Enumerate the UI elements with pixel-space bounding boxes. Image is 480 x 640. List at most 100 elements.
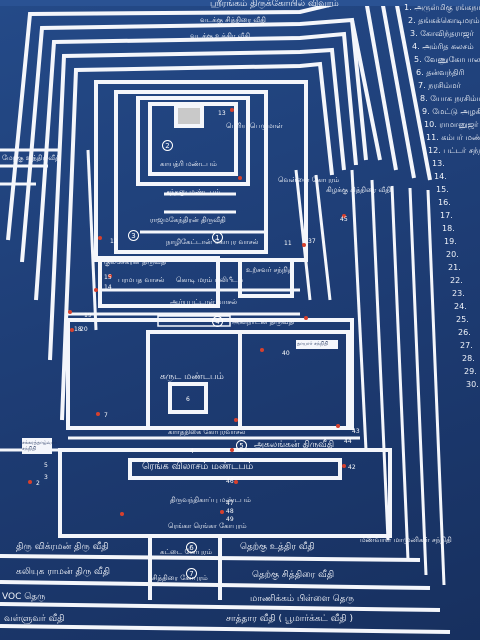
ring-number-4: 4 — [212, 316, 223, 327]
thiruvikraman-street-label: திரு விக்ரமன் திரு வீதி — [16, 542, 109, 552]
marker-12: 12 — [110, 238, 118, 245]
legend-num-22: 22. — [450, 276, 463, 285]
chithirai-street-label: தெற்கு சித்திரை வீதி — [252, 570, 335, 580]
east-inner-wall-2 — [314, 174, 332, 301]
marker-15: 15 — [104, 274, 112, 281]
marker-7: 7 — [104, 412, 108, 419]
legend-item-8: 8. யோக நரசிம்மர் — [420, 94, 480, 103]
legend-num-23: 23. — [452, 289, 465, 298]
legend-item-11: 11. கம்பர் மண்டபம் — [426, 133, 480, 142]
kodimaram-block — [98, 256, 220, 308]
akalanka-street-label: அகலங்கன் திருவீதி — [254, 440, 335, 450]
east-outer-wall-4 — [408, 187, 428, 576]
nazhikettan-label: நாழிகேட்டான் கோபுர வாசல் — [166, 238, 259, 246]
legend-item-9: 9. மேட்டு அழகிய சிங்கர் — [422, 107, 480, 116]
valluvar-street-label: வள்ளுவர் வீதி — [4, 614, 65, 624]
ne-court-wall — [238, 330, 350, 430]
santhanu-mandapam-label: சந்தனு மண்டபம் — [166, 188, 221, 196]
inner-sanctum-wall — [136, 96, 250, 186]
garuda-mandapam-label: கருட மண்டபம் — [160, 372, 224, 382]
legend-num-14: 14. — [434, 172, 447, 181]
marker-45: 45 — [340, 216, 348, 223]
karthigai-gopuram-label: கார்த்திகை கோபுரவாசல் — [168, 428, 246, 436]
sakkarathazhvar-box — [22, 438, 52, 454]
rajamahendran-street-label: ராஜமகேந்திரன் திருவீதி — [150, 216, 226, 224]
kaliyuga-street-label: கலியுக ராமன் திரு வீதி — [16, 567, 111, 577]
thayar-box — [296, 340, 338, 349]
legend-item-6: 6. தன்வந்திரி — [416, 68, 465, 77]
legend-num-27: 27. — [460, 341, 473, 350]
marker-48: 48 — [226, 508, 234, 515]
marker-5: 5 — [44, 462, 48, 469]
thayar-label: தாயார் சந்நிதி — [297, 341, 329, 347]
ring-number-6: 6 — [186, 542, 197, 553]
east-inner-wall — [294, 169, 312, 301]
marker-13: 13 — [218, 110, 226, 117]
top-band — [0, 0, 480, 6]
rangavilas-label: ரெங்க விலாசம் மண்டபம் — [142, 461, 254, 472]
marker-49: 49 — [226, 516, 234, 523]
legend-num-24: 24. — [454, 302, 467, 311]
east-chithirai-label: கிழக்கு சித்திரை வீதி — [326, 186, 391, 194]
ring-number-5: 5 — [236, 440, 247, 451]
kulasekaran-street-label: குலசேகரன் திருவீதி — [104, 258, 167, 266]
legend-num-29: 29. — [464, 367, 477, 376]
legend-item-12: 12. பட்டர் சந்நிதி — [428, 146, 480, 155]
utsavar-label: உற்சவர் சந்நிதி — [246, 266, 294, 274]
enclosure-wall-4 — [48, 47, 346, 361]
sathara-street-label: சாத்தார வீதி ( பூமார்க்கட் வீதி ) — [226, 614, 353, 624]
kattai-gopuram-label: கட்டை கோபுரம் — [160, 548, 213, 556]
ranga-gopuram-label: ரெங்கா ரெங்கா கோபுரம் — [168, 522, 247, 530]
east-outer-wall-5 — [426, 189, 446, 586]
chithirai-street-border — [0, 580, 431, 590]
ne-wall-a — [350, 19, 382, 161]
enclosure-wall-5 — [34, 31, 358, 301]
legend-item-1: 1. அருள்மிகு ரங்கநாதர் — [404, 3, 480, 12]
marker-4: 4 — [190, 448, 194, 455]
ring-number-1: 1 — [212, 232, 223, 243]
legend-num-13: 13. — [432, 159, 445, 168]
legend-item-2: 2. தங்கக்கொடிமரம் — [408, 16, 480, 25]
thiruvanthikappu-label: திருவந்திகாப்பு மண்டபம் — [170, 496, 251, 504]
marker-20: 20 — [80, 326, 88, 333]
marker-11: 11 — [284, 240, 292, 247]
marker-37: 37 — [308, 238, 316, 245]
paramapada-label: பரமபத வாசல் — [118, 276, 165, 284]
vellai-gopuram-label: வெள்ளை கோபுரம் — [278, 176, 340, 184]
west-inner-wall — [86, 149, 98, 331]
sakkarathazhvar-label: சக்கரத்தாழ்வார் சந்நிதி — [22, 440, 57, 452]
marker-3: 3 — [44, 474, 48, 481]
north-uthirai-label: வடக்கு உத்திர வீதி — [190, 32, 251, 40]
legend-num-15: 15. — [436, 185, 449, 194]
legend-item-3: 3. கோவிந்தராஜர் — [410, 29, 474, 38]
east-outer-wall — [350, 169, 368, 451]
periya-perumal-label: பெரிய பெருமாள் — [226, 122, 283, 130]
ne-wall-c — [380, 0, 416, 179]
ring-number-2: 2 — [162, 140, 173, 151]
marker-44: 44 — [344, 438, 352, 445]
sanctum-enclosure — [114, 90, 268, 254]
marker-6: 6 — [186, 396, 190, 403]
north-chithirai-label: வடக்கு சித்திரை வீதி — [200, 16, 266, 24]
kodimaram-label: கொடி மரம் பலிபீடம் — [176, 276, 244, 284]
gayatri-mandapam-label: காயத்ரி மண்டபம் — [160, 160, 217, 168]
uthirai-street-label: தெற்கு உத்திர வீதி — [240, 542, 315, 552]
enclosure-wall-3 — [60, 61, 334, 421]
legend-num-25: 25. — [456, 315, 469, 324]
marker-40: 40 — [282, 350, 290, 357]
legend-num-16: 16. — [438, 198, 451, 207]
ne-wall-b — [364, 0, 398, 171]
marker-46: 46 — [226, 478, 234, 485]
rangavilas-hall — [128, 458, 342, 480]
manavala-label: மணவாள மாமுனிகள் சந்நிதி — [360, 536, 452, 544]
legend-num-30: 30. — [466, 380, 479, 389]
map-title: ஸ்ரீரங்கம் திருக்கோயில் விவரம் — [210, 0, 339, 9]
marker-42: 42 — [348, 464, 356, 471]
east-outer-wall-2 — [370, 179, 390, 541]
marker-47: 47 — [226, 500, 234, 507]
legend-num-28: 28. — [462, 354, 475, 363]
legend-item-10: 10. ராமானுஜர் — [424, 120, 479, 129]
sathara-street-border — [0, 624, 451, 634]
